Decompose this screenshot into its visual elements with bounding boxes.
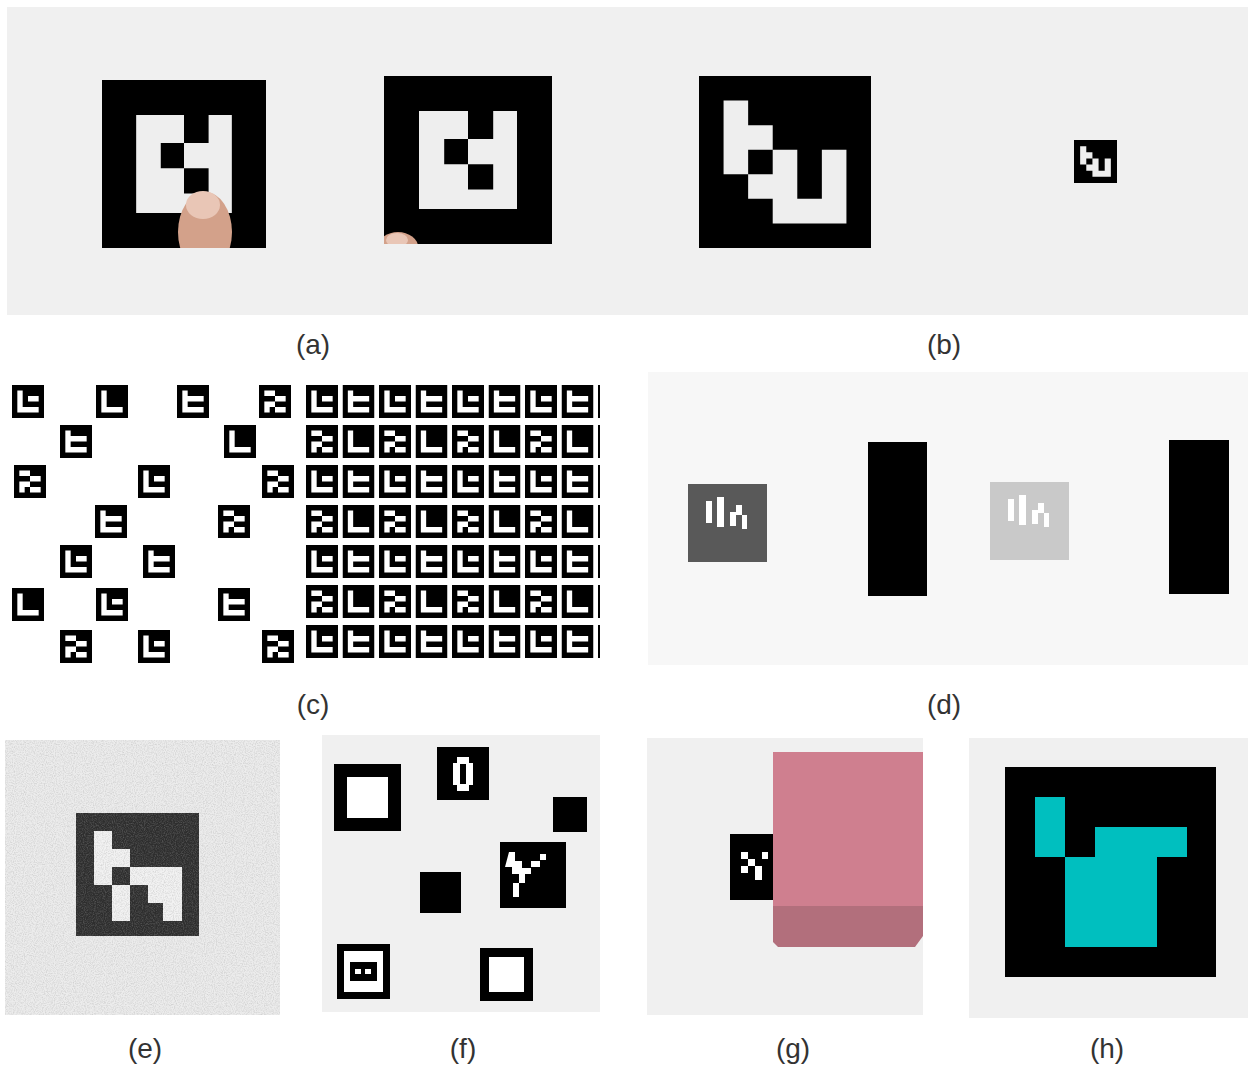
- panel-g: [647, 738, 923, 1015]
- panel-label: (b): [927, 328, 961, 362]
- panel-c: [12, 385, 600, 665]
- panel-label: (e): [128, 1032, 162, 1066]
- panel-label: (f): [450, 1032, 476, 1066]
- panel-label: (h): [1090, 1032, 1124, 1066]
- panel-label: (d): [927, 688, 961, 722]
- panel-d: [648, 372, 1248, 665]
- panel-ab: [7, 7, 1248, 315]
- panel-label: (c): [297, 688, 330, 722]
- panel-h: [969, 738, 1248, 1018]
- panel-label: (g): [776, 1032, 810, 1066]
- panel-e: [5, 740, 280, 1015]
- panel-f: [322, 735, 600, 1012]
- panel-label: (a): [296, 328, 330, 362]
